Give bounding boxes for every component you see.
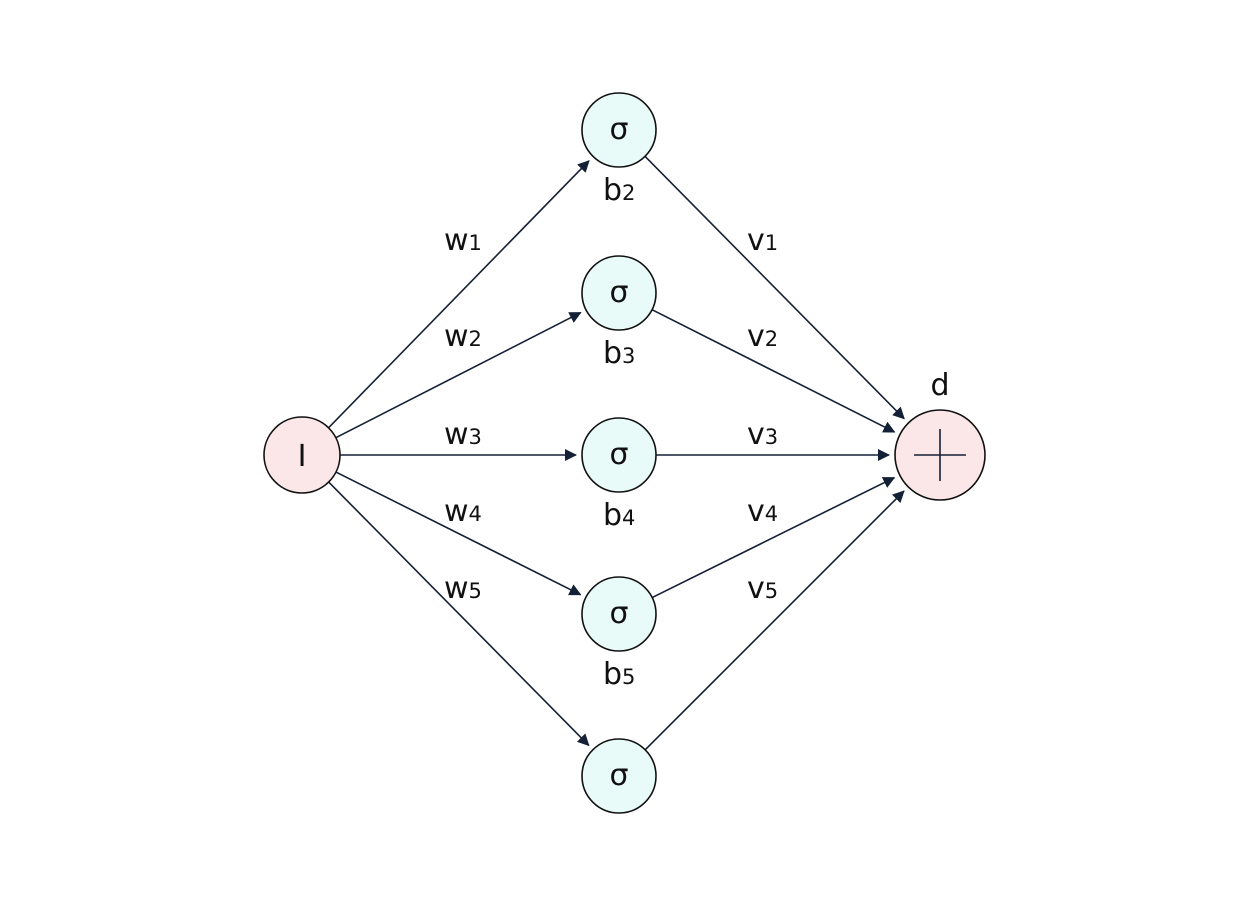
edge-hidden-to-output-4 [651, 476, 896, 599]
weight-label-v2: v2 [747, 319, 778, 354]
hidden-node-4 [581, 576, 657, 652]
weight-label-w5: w5 [444, 571, 482, 606]
weight-label-w1: w1 [444, 223, 482, 258]
sigma-activation-label: σ [609, 596, 628, 631]
sigma-activation-label: σ [609, 275, 628, 310]
weight-label-v4: v4 [747, 494, 778, 529]
edge-input-to-hidden-1 [327, 160, 590, 429]
edge-hidden-to-output-2 [651, 308, 896, 433]
input-node [263, 416, 341, 494]
edge-hidden-to-output-5 [644, 490, 905, 751]
weight-label-w3: w3 [444, 417, 482, 452]
hidden-node-1 [581, 92, 657, 168]
input-node-label: I [298, 439, 307, 474]
sigma-activation-label: σ [609, 112, 628, 147]
edge-input-to-hidden-5 [328, 481, 590, 747]
bias-label-4: b4 [603, 498, 635, 533]
weight-label-v5: v5 [747, 571, 778, 606]
hidden-node-3 [581, 417, 657, 493]
hidden-node-2 [581, 255, 657, 331]
sigma-activation-label: σ [609, 437, 628, 472]
sigma-activation-label: σ [609, 758, 628, 793]
bias-label-5: b5 [603, 657, 635, 692]
edge-hidden-to-output-1 [644, 155, 905, 420]
hidden-node-5 [581, 738, 657, 814]
bias-label-2: b2 [603, 173, 635, 208]
weight-label-v3: v3 [747, 417, 778, 452]
weight-label-w4: w4 [444, 494, 482, 529]
edge-input-to-hidden-2 [335, 311, 582, 439]
edge-input-to-hidden-4 [335, 471, 582, 596]
weight-label-v1: v1 [747, 223, 778, 258]
output-label: d [930, 368, 949, 403]
weight-label-w2: w2 [444, 319, 482, 354]
bias-label-3: b3 [603, 336, 635, 371]
